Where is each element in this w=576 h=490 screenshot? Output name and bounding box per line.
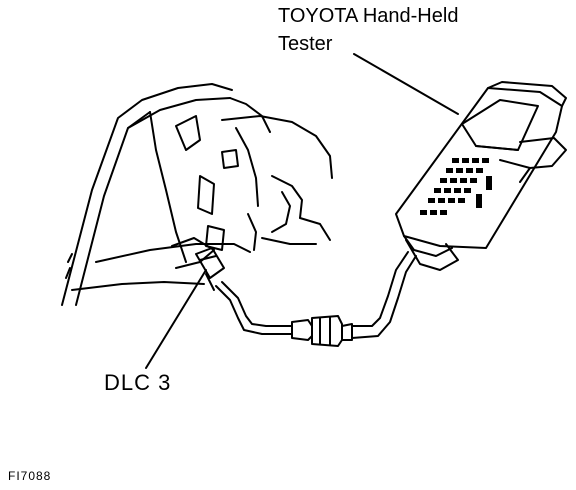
car-interior-icon (61, 83, 333, 306)
figure-id: FI7088 (8, 469, 52, 483)
tester-label-line-2: Tester (278, 33, 333, 55)
dlc3-label: DLC 3 (104, 370, 172, 395)
dlc-leader-line (145, 269, 207, 369)
keypad-icon (420, 158, 492, 215)
hand-held-tester-icon (395, 81, 567, 271)
tester-leader-line (353, 53, 459, 115)
cable-icon (215, 251, 417, 347)
tester-label-line-1: TOYOTA Hand-Held (278, 5, 459, 27)
